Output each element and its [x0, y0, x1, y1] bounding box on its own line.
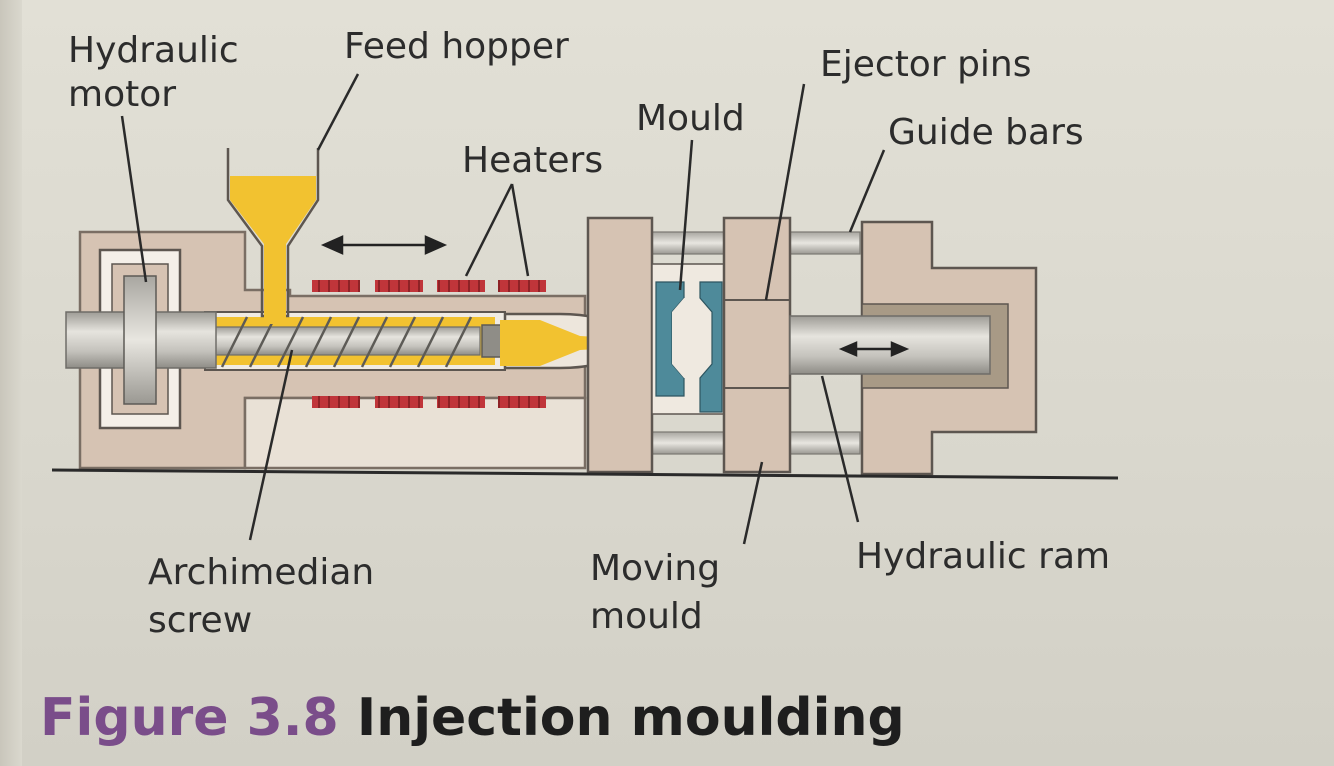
leader-feed-hopper	[318, 74, 358, 150]
heater-top-1	[312, 280, 360, 292]
heater-top-4	[498, 280, 546, 292]
clamping-unit	[588, 218, 1036, 474]
label-hydraulic-motor-line2: motor	[68, 74, 176, 115]
figure-number: Figure 3.8	[40, 688, 339, 748]
label-moving-mould-line1: Moving	[590, 548, 720, 589]
leader-heaters-b	[512, 184, 528, 276]
label-hydraulic-motor-line1: Hydraulic	[68, 30, 239, 71]
label-archimedian-screw-line2: screw	[148, 600, 252, 641]
label-heaters: Heaters	[462, 140, 603, 181]
label-ejector-pins: Ejector pins	[820, 44, 1032, 85]
heater-bottom-2	[375, 396, 423, 408]
heater-bottom-4	[498, 396, 546, 408]
label-hydraulic-ram: Hydraulic ram	[856, 536, 1110, 577]
screw-movement-arrow	[324, 237, 444, 253]
heater-top-2	[375, 280, 423, 292]
figure-title: Injection moulding	[357, 688, 905, 748]
heater-top-3	[437, 280, 485, 292]
floor-line	[52, 470, 1118, 478]
moving-platen	[724, 218, 790, 472]
leader-guide-bars	[850, 150, 884, 232]
hydraulic-ram	[790, 316, 990, 374]
label-mould: Mould	[636, 98, 745, 139]
label-moving-mould-line2: mould	[590, 596, 703, 637]
mould-cavity-part	[672, 298, 712, 378]
figure-caption: Figure 3.8 Injection moulding	[40, 688, 905, 748]
label-guide-bars: Guide bars	[888, 112, 1084, 153]
label-feed-hopper: Feed hopper	[344, 26, 569, 67]
archimedian-screw-shaft	[210, 327, 480, 355]
barrel-base-block	[245, 398, 585, 468]
heater-bottom-3	[437, 396, 485, 408]
heater-bottom-1	[312, 396, 360, 408]
label-archimedian-screw-line1: Archimedian	[148, 552, 374, 593]
fixed-platen	[588, 218, 652, 472]
motor-rotor	[124, 276, 156, 404]
leader-heaters-a	[466, 184, 512, 276]
